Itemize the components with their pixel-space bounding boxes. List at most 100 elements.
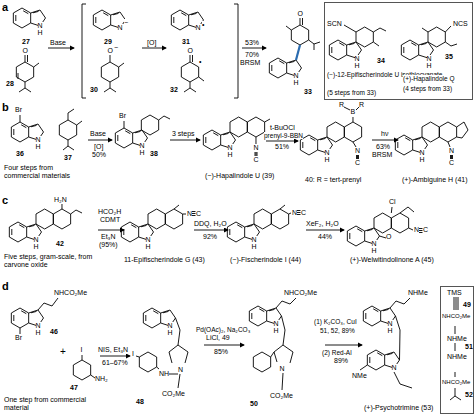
compound-number: 34 <box>377 57 385 65</box>
compound-number: 50 <box>250 400 258 408</box>
annotation-text: NHCO₂Me <box>442 379 470 386</box>
annotation-text: One step from commercial material <box>4 396 104 411</box>
atom-label: N <box>178 366 183 374</box>
annotation-text: Four steps from commercial materials <box>4 164 86 179</box>
compound-number: 47 <box>70 384 78 392</box>
annotation-text: HCO₂H <box>98 208 121 216</box>
atom-label: O <box>298 10 303 18</box>
atom-label: O <box>23 47 28 55</box>
compound-number: 48 <box>136 398 144 406</box>
atom-label: H₂N <box>54 196 67 204</box>
atom-label: NCS <box>453 20 468 28</box>
atom-label: NHMe <box>447 335 467 343</box>
compound-number: 32 <box>170 86 178 94</box>
atom-label: • <box>199 58 201 66</box>
atom-label: NMe <box>352 372 367 380</box>
panel-letter: b <box>2 101 9 113</box>
atom-label: NH₂ <box>95 375 108 383</box>
outlined-box: TMS49NHCO₂MeNHMe51NHMeNHCO₂Me52 <box>440 286 474 414</box>
atom-label: I <box>132 350 134 358</box>
atom-label: C <box>355 159 360 167</box>
annotation-text: 70% <box>245 51 259 59</box>
atom-label: H <box>294 79 299 87</box>
atom-label: NHMe <box>408 289 428 297</box>
atom-label: C <box>196 210 201 218</box>
atom-label: TMS <box>447 289 462 297</box>
annotation-text: 44% <box>318 233 332 241</box>
annotation-text: CDMT <box>100 216 120 224</box>
compound-name: 11-Epifischerindole G (43) <box>124 256 205 264</box>
atom-label: R <box>339 101 344 109</box>
compound-number: 29 <box>104 38 112 46</box>
structures <box>9 4 468 400</box>
annotation-text: t-BuOCl <box>270 124 295 132</box>
compound-number: 36 <box>16 150 24 158</box>
atom-label: N <box>355 147 360 155</box>
atom-label: hν <box>381 130 388 138</box>
atom-label: − <box>114 44 118 52</box>
annotation-text: CO₂Me <box>270 392 293 400</box>
compound-name: (+)-Welwitindolinone A (45) <box>350 256 434 264</box>
compound-number: 37 <box>64 154 72 162</box>
compound-name: (+)-Psychotrimine (53) <box>364 404 433 412</box>
annotation-text: 3 steps <box>172 130 195 138</box>
atom-label: H <box>168 329 173 337</box>
atom-label: [O] <box>94 143 103 151</box>
annotation-text: (5 steps from 33) <box>327 89 376 96</box>
annotation-text: XeF₂, H₂O <box>306 220 339 228</box>
compound-number: 52 <box>465 391 473 399</box>
atom-label: H <box>388 327 393 335</box>
atom-label: O <box>188 47 193 55</box>
atom-label: H <box>146 243 151 251</box>
atom-label: Et₃N <box>101 233 116 241</box>
atom-label: • <box>202 21 204 29</box>
annotation-text: NHCO₂Me <box>284 289 317 297</box>
atom-label: H <box>36 143 41 151</box>
annotation-text: (4 steps from 33) <box>403 85 452 92</box>
annotation-text: NHCO₂Me <box>54 289 87 297</box>
atom-label: N <box>118 24 123 32</box>
atom-label: N <box>254 144 259 152</box>
atom-label: H <box>34 243 39 251</box>
atom-label: N <box>449 147 454 155</box>
annotation-text: DDQ, H₂O <box>194 220 227 228</box>
annotation-text: 53% <box>245 39 259 47</box>
annotation-text: 61–67% <box>102 359 128 367</box>
compound-number: 42 <box>56 240 64 248</box>
annotation-text: 63% <box>376 143 390 151</box>
atom-label: H <box>36 329 41 337</box>
annotation-text: Pd(OAc)₂, Na₂CO₃ <box>196 326 250 333</box>
compound-number: 28 <box>6 80 14 88</box>
panel-letter: c <box>2 194 8 206</box>
compound-number: 51 <box>465 343 473 351</box>
annotation-text: 89% <box>334 357 348 365</box>
atom-label: Cl <box>389 198 396 206</box>
compound-name: (−)-Hapalindole U (39) <box>205 172 274 180</box>
atom-label: C <box>423 226 428 234</box>
panel-letter: a <box>2 1 8 13</box>
atom-label: N <box>292 209 297 217</box>
atom-label: NH <box>159 370 169 378</box>
atom-label: BRSM <box>372 151 392 159</box>
annotation-text: 50% <box>92 151 106 159</box>
compound-number: 38 <box>150 150 158 158</box>
annotation-text: Base <box>50 39 66 47</box>
atom-label: [O] <box>147 39 156 47</box>
annotation-text: (2) Red-Al <box>322 349 352 356</box>
atom-label: H <box>252 243 257 251</box>
atom-label: N <box>392 364 397 372</box>
atom-label: N <box>414 226 419 234</box>
atom-label: H <box>372 247 377 255</box>
atom-label: SCN <box>327 20 342 28</box>
compound-number: 35 <box>445 53 453 61</box>
atom-label: O <box>108 47 113 55</box>
annotation-text: 92% <box>203 233 217 241</box>
atom-label: C <box>449 159 454 167</box>
atom-label: H <box>325 156 330 164</box>
annotation-text: 85% <box>214 348 228 356</box>
atom-label: H <box>140 149 145 157</box>
annotation-text: Five steps, gram-scale, from carvone oxi… <box>4 253 100 268</box>
atom-label: NHMe <box>447 353 467 361</box>
atom-label: H <box>38 29 43 37</box>
